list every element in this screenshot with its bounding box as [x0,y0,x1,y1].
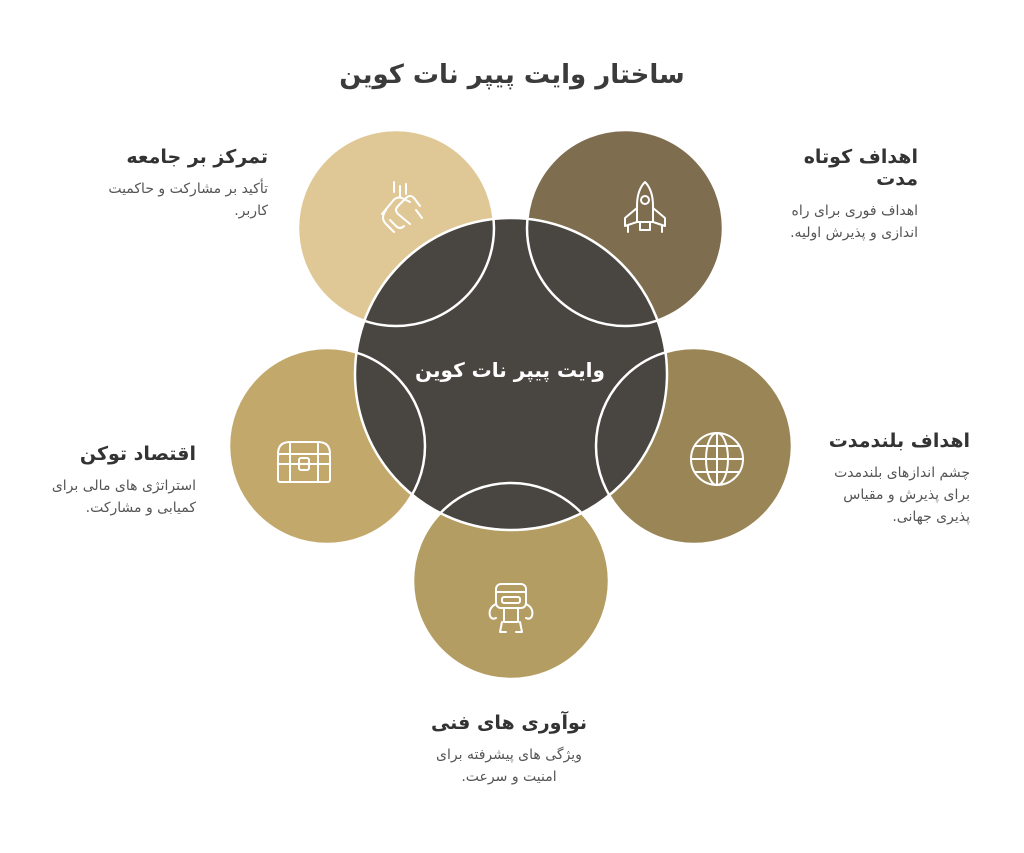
hands-icon [381,181,423,233]
node-label-tech: نوآوری های فنی ویژگی های پیشرفته برای ام… [424,712,594,788]
node-label-long-term: اهداف بلندمدت چشم اندازهای بلندمدت برای … [820,430,970,528]
tech-circle [413,483,609,679]
node-title-short-term: اهداف کوتاه مدت [803,146,918,190]
node-label-community: تمرکز بر جامعه تأکید بر مشارکت و حاکمیت … [108,146,268,222]
node-label-economy: اقتصاد توکن استراتژی های مالی برای کمیاب… [36,443,196,519]
node-description-community: تأکید بر مشارکت و حاکمیت کاربر. [108,181,268,219]
center-circle [353,216,669,532]
node-description-long-term: چشم اندازهای بلندمدت برای پذیرش و مقیاس … [834,465,970,525]
node-description-economy: استراتژی های مالی برای کمیابی و مشارکت. [51,478,196,516]
node-description-short-term: اهداف فوری برای راه اندازی و پذیرش اولیه… [790,203,918,241]
rocket-icon [624,181,666,233]
overlap-outlines [227,128,794,681]
node-title-tech: نوآوری های فنی [430,712,588,734]
node-title-economy: اقتصاد توکن [79,443,196,465]
center-label: وایت پیپر نات کوین [415,358,605,382]
treasure-chest-icon [277,441,331,483]
node-label-short-term: اهداف کوتاه مدت اهداف فوری برای راه اندا… [758,146,918,244]
page-title: ساختار وایت پیپر نات کوین [339,60,685,90]
globe-icon [690,432,744,486]
robot-icon [488,583,534,633]
node-description-tech: ویژگی های پیشرفته برای امنیت و سرعت. [436,747,582,785]
node-title-long-term: اهداف بلندمدت [828,430,970,452]
node-title-community: تمرکز بر جامعه [126,146,268,168]
